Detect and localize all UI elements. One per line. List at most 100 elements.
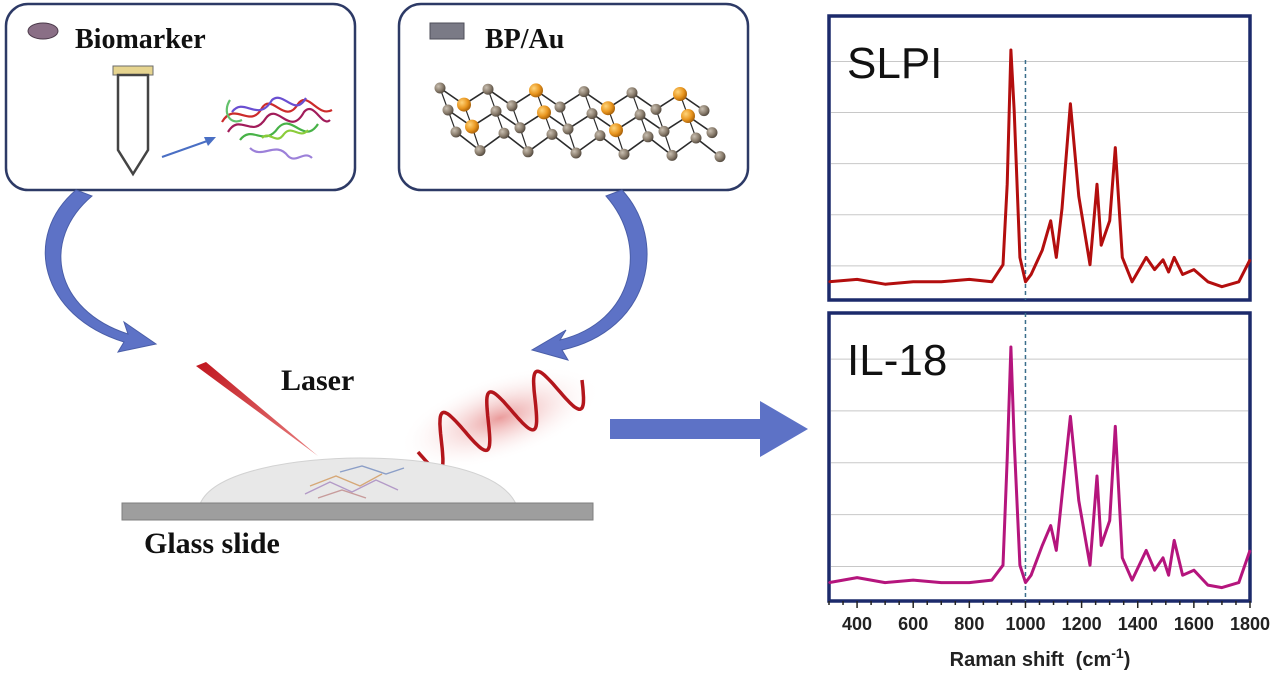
spectrum-point: [1207, 584, 1209, 586]
spectrum-point: [856, 576, 858, 579]
x-axis-unit-exponent: -1: [1111, 645, 1124, 661]
spectrum-point: [1078, 195, 1080, 198]
black-phosphorus-gold-lattice-icon: [434, 82, 726, 163]
x-axis-label: Raman shift (cm-1): [950, 645, 1131, 671]
spectrum-point: [1153, 268, 1156, 271]
spectrum-point: [1030, 273, 1032, 276]
bpau-box: [397, 2, 750, 192]
spectrum-point: [884, 283, 886, 286]
arrow-icon: [161, 137, 216, 158]
spectrum-point: [1181, 574, 1184, 576]
test-tube-icon: [112, 65, 154, 177]
spectrum-point: [1078, 500, 1080, 502]
x-tick-label: 800: [954, 614, 984, 634]
spectrum-point: [1061, 495, 1063, 497]
spectrum-point: [1100, 544, 1102, 547]
laser-label: Laser: [281, 364, 354, 397]
spectrum-point: [1221, 586, 1223, 589]
spectrum-point: [1055, 549, 1058, 552]
spectrum-series-line: [828, 48, 1252, 289]
bpau-label: BP/Au: [485, 24, 564, 55]
spectrum-point: [1181, 273, 1184, 276]
spectrum-point: [1006, 183, 1008, 185]
spectrum-point: [1131, 579, 1133, 581]
spectrum-point: [1013, 440, 1015, 443]
spectrum-point: [1089, 263, 1091, 266]
spectrum-point: [1096, 475, 1098, 477]
spectrum-point: [1162, 557, 1164, 559]
x-axis-label-main: Raman shift: [950, 649, 1065, 671]
spectrum-panel-1: SLPI: [827, 14, 1252, 302]
biomarker-legend-swatch: [27, 22, 59, 40]
spectrum-point: [1013, 110, 1015, 112]
spectrum-point: [912, 281, 914, 283]
spectrum-point: [1006, 457, 1008, 460]
spectrum-point: [968, 581, 971, 584]
spectrum-point: [1173, 539, 1175, 542]
spectrum-point: [1024, 281, 1027, 283]
protein-structure-icon: [221, 96, 333, 160]
spectrum-point: [1131, 281, 1133, 283]
glass-slide-label: Glass slide: [144, 527, 280, 560]
spectrum-point: [1041, 544, 1044, 547]
x-tick-label: 1400: [1118, 614, 1158, 634]
spectrum-point: [1145, 549, 1147, 552]
spectrum-series-line: [828, 345, 1252, 590]
right-curved-arrow-icon: [530, 189, 648, 361]
scattered-light-wave-icon: [416, 369, 586, 473]
biomarker-box: [4, 2, 357, 192]
spectrum-point: [1162, 259, 1164, 261]
spectrum-point: [1173, 256, 1175, 259]
left-curved-arrow-icon: [44, 189, 158, 353]
spectrum-title: IL-18: [847, 336, 947, 385]
spectrum-point: [1030, 574, 1032, 576]
spectrum-point: [1002, 263, 1004, 266]
glass-slide: [121, 502, 594, 521]
spectrum-point: [1108, 519, 1111, 522]
spectrum-point: [856, 278, 858, 281]
spectrum-point: [1049, 220, 1052, 222]
spectrum-point: [991, 579, 993, 581]
spectrum-point: [1010, 49, 1012, 51]
bpau-panel: BP/Au: [397, 2, 750, 192]
spectrum-point: [1010, 346, 1012, 348]
spectrum-point: [1089, 564, 1091, 566]
x-tick-label: 1600: [1174, 614, 1214, 634]
x-axis-unit-close: ): [1124, 649, 1131, 671]
x-tick-label: 400: [842, 614, 872, 634]
raman-spectra-chart: SLPI IL-18: [827, 14, 1252, 603]
spectrum-point: [828, 581, 830, 584]
spectrum-point: [1193, 569, 1195, 571]
spectrum-point: [1167, 574, 1170, 576]
x-axis-unit: (cm: [1076, 649, 1112, 671]
spectrum-point: [1238, 281, 1240, 283]
x-tick-label: 1800: [1230, 614, 1270, 634]
spectrum-panel-2: IL-18: [827, 311, 1252, 603]
spectrum-point: [1096, 183, 1098, 185]
sample-particles-icon: [304, 465, 405, 499]
spectrum-point: [884, 581, 886, 584]
spectrum-point: [912, 579, 914, 581]
laser-beam: [196, 362, 318, 456]
x-tick-label: 1200: [1062, 614, 1102, 634]
spectrum-point: [1193, 268, 1195, 271]
spectrum-point: [940, 281, 943, 283]
scatter-glow: [399, 366, 601, 470]
spectrum-point: [1069, 415, 1072, 418]
spectrum-point: [1100, 244, 1102, 246]
x-tick-label: 1000: [1005, 614, 1045, 634]
spectrum-point: [940, 581, 943, 584]
spectrum-point: [1019, 564, 1021, 566]
spectrum-point: [1061, 207, 1063, 210]
spectrum-point: [1114, 425, 1117, 428]
spectrum-point: [1108, 220, 1111, 222]
spectrum-point: [1207, 281, 1209, 283]
spectrum-point: [1121, 256, 1124, 259]
spectrum-point: [1238, 581, 1240, 584]
spectrum-title: SLPI: [847, 39, 942, 88]
spectrum-point: [1221, 285, 1223, 288]
spectrum-point: [1121, 557, 1124, 559]
biomarker-label: Biomarker: [75, 24, 206, 55]
spectrum-point: [968, 278, 971, 281]
